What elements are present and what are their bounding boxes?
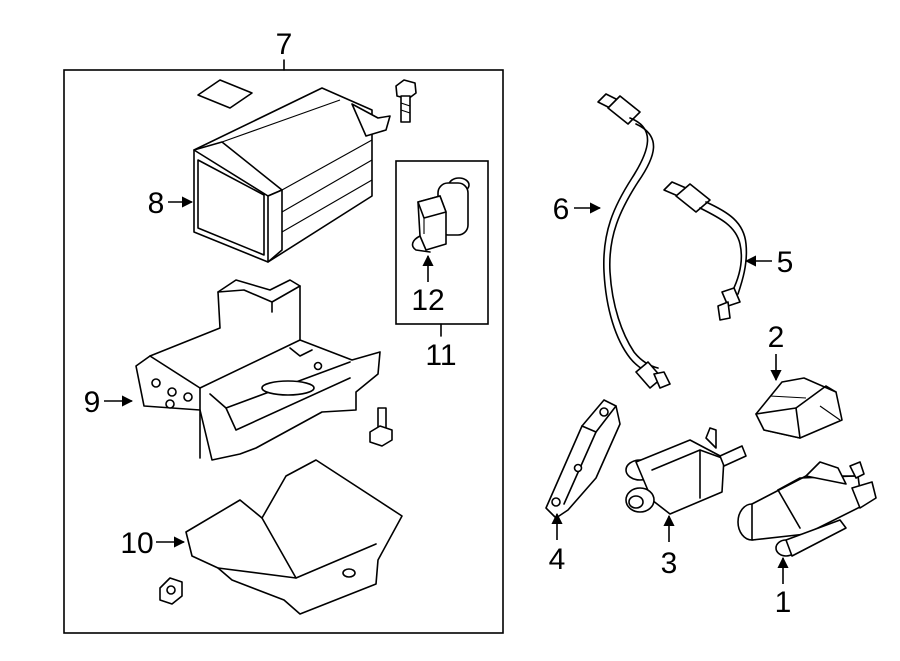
shield-plate-part-10: [185, 459, 403, 615]
callout-10: 10: [120, 527, 153, 560]
oxygen-sensor-part-5: [663, 181, 748, 321]
solenoid-valve-part-3: [625, 427, 747, 515]
callout-12: 12: [411, 284, 444, 317]
bracket-tray-part-9: [135, 279, 381, 461]
label-sticker: [197, 79, 253, 109]
callout-7: 7: [276, 28, 293, 61]
hex-nut: [159, 577, 183, 605]
bolt-middle: [369, 407, 393, 447]
callout-9: 9: [84, 386, 101, 419]
callout-2: 2: [768, 321, 785, 354]
group-frame-11: [395, 160, 489, 337]
purge-valve-part-12: [411, 177, 470, 253]
callout-6: 6: [553, 193, 570, 226]
group-frame-7: [63, 59, 504, 634]
callout-11: 11: [425, 339, 456, 372]
mounting-bracket-part-4: [545, 399, 621, 519]
callout-1: 1: [775, 586, 792, 619]
callout-8: 8: [148, 187, 165, 220]
canister-valve-part-1: [737, 461, 877, 557]
callout-5: 5: [777, 246, 794, 279]
vapor-canister-part-8: [193, 87, 391, 263]
callout-3: 3: [661, 547, 678, 580]
sensor-block-part-2: [755, 377, 843, 439]
bolt-top: [395, 79, 417, 123]
callout-arrows: [104, 196, 789, 584]
callout-4: 4: [549, 543, 566, 576]
callout-labels: 7 8 12 11 9 10 6 5 2 4 3 1: [84, 28, 794, 619]
oxygen-sensor-part-6: [597, 93, 671, 389]
